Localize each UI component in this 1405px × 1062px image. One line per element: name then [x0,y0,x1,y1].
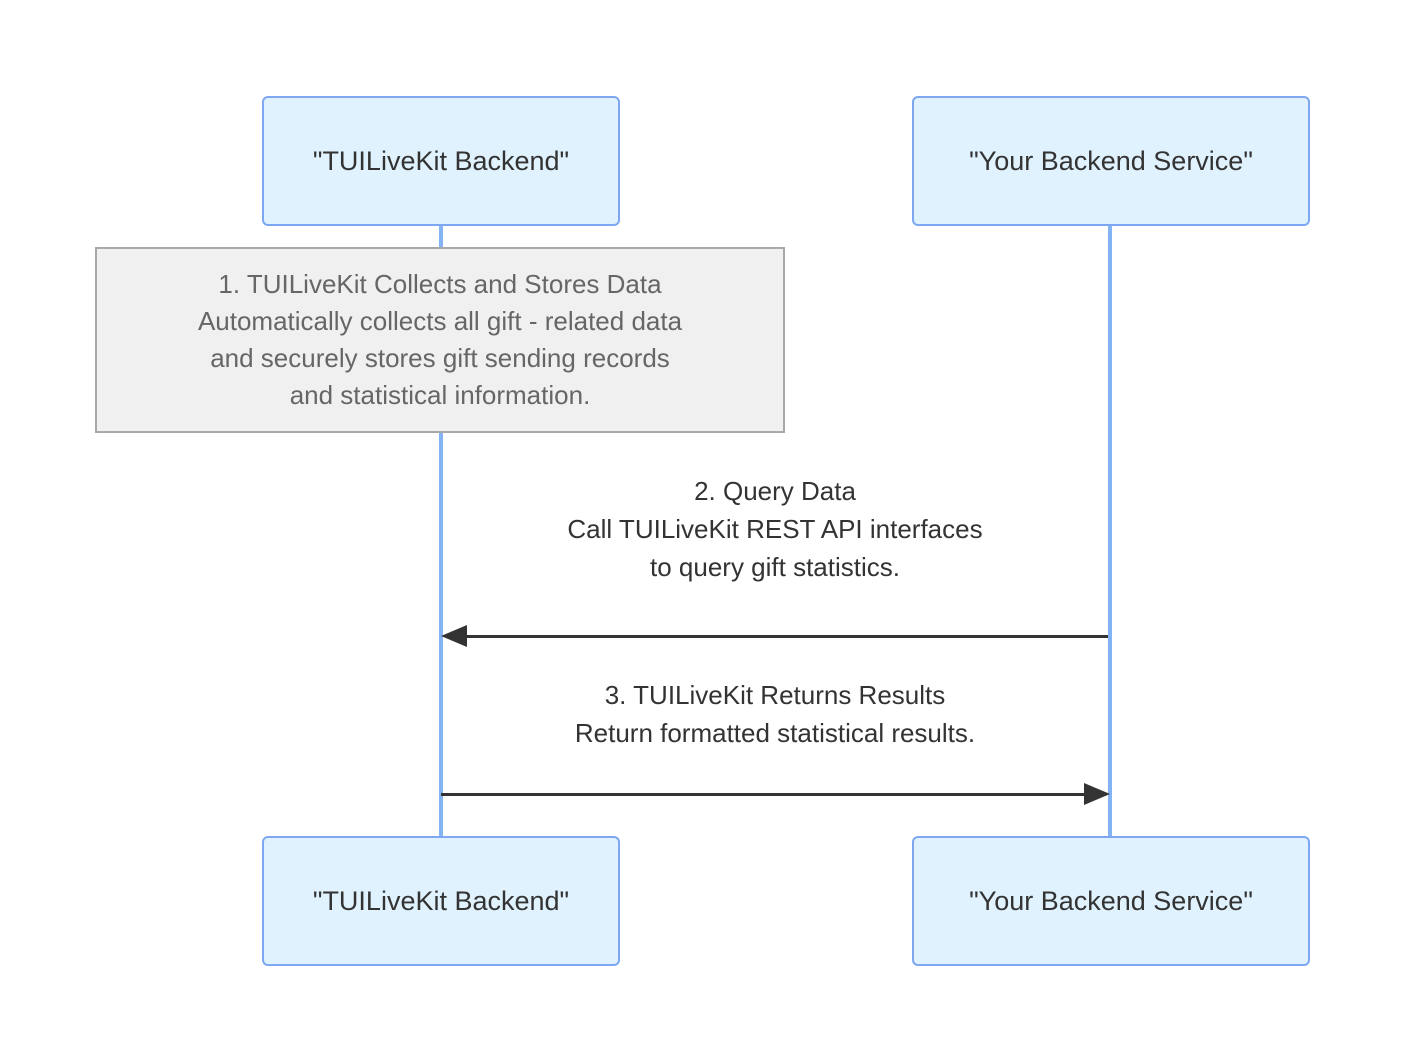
actor-label: "Your Backend Service" [969,885,1253,916]
lifeline-your-backend-service [1108,226,1112,836]
actor-bottom-your-backend-service: "Your Backend Service" [912,836,1310,966]
actor-label: "TUILiveKit Backend" [312,145,570,176]
note-collects-and-stores-data: 1. TUILiveKit Collects and Stores Data A… [95,247,785,433]
message-returns-results-arrow-line [441,793,1094,796]
actor-label: "TUILiveKit Backend" [312,885,570,916]
note-text: 1. TUILiveKit Collects and Stores Data A… [197,269,683,410]
actor-label: "Your Backend Service" [969,145,1253,176]
arrow-left-icon [441,625,467,647]
arrow-right-icon [1084,783,1110,805]
actor-bottom-tuilivekit-backend: "TUILiveKit Backend" [262,836,620,966]
actor-top-your-backend-service: "Your Backend Service" [912,96,1310,226]
actor-top-tuilivekit-backend: "TUILiveKit Backend" [262,96,620,226]
message-returns-results-label: 3. TUILiveKit Returns Results Return for… [574,680,976,748]
message-query-data-arrow-line [455,635,1108,638]
lifeline-tuilivekit-backend [439,226,443,836]
message-query-data-label: 2. Query Data Call TUILiveKit REST API i… [567,476,983,582]
